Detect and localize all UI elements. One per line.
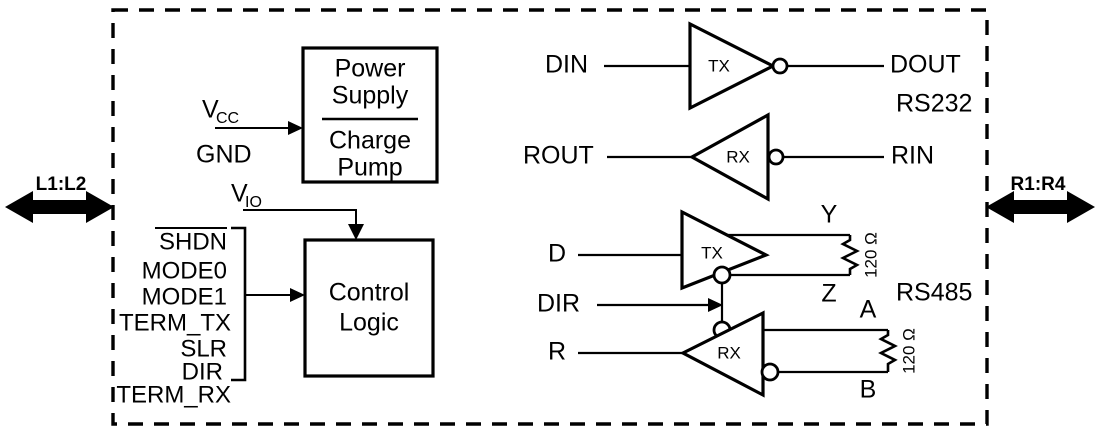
rs485-rx-triangle	[679, 310, 765, 398]
vio-arrowhead	[348, 224, 364, 240]
vcc-subscript: CC	[216, 110, 239, 127]
rs485-b-label: B	[860, 376, 877, 404]
charge-pump-line2: Pump	[337, 154, 402, 182]
rs485-receiver: R RX A B 120 Ω	[548, 296, 918, 404]
rs485-z-label: Z	[821, 280, 836, 308]
rs485-ab-resistor-symbol	[878, 330, 898, 372]
rs485-yz-resistor-value: 120 Ω	[861, 232, 880, 278]
vio-input: V IO	[231, 180, 364, 240]
vcc-label: V	[202, 96, 219, 124]
port-left-arrow	[5, 191, 114, 223]
rs232-rx-invert-bubble	[767, 148, 785, 166]
vcc-input: V CC	[202, 96, 303, 135]
rs485-y-label: Y	[821, 201, 838, 229]
control-input-shdn-label: SHDN	[159, 228, 227, 255]
power-supply-line2: Supply	[332, 82, 409, 110]
port-right-arrow	[986, 191, 1095, 223]
rs485-tx-gate-label: TX	[701, 243, 723, 262]
gnd-label: GND	[196, 141, 252, 169]
vio-wire	[243, 209, 357, 228]
control-logic-line1: Control	[329, 279, 410, 307]
rs232-rout-label: ROUT	[523, 142, 594, 170]
rs232-standard-label: RS232	[896, 90, 972, 118]
control-logic-block: Control Logic	[303, 238, 435, 378]
rs485-yz-termination: 120 Ω	[840, 232, 880, 278]
port-right: R1:R4	[986, 174, 1095, 223]
port-right-label: R1:R4	[1011, 174, 1066, 195]
rs485-dir-arrowhead	[708, 298, 723, 312]
power-supply-block: Power Supply Charge Pump	[301, 46, 439, 184]
control-inputs-arrowhead	[290, 288, 305, 302]
rs485-driver: D TX Y Z 120 Ω DIR	[537, 201, 880, 322]
control-logic-box	[303, 238, 435, 378]
rs485-ab-resistor-value: 120 Ω	[899, 328, 918, 374]
control-input-dir-label: DIR	[182, 358, 223, 385]
vio-subscript: IO	[245, 194, 262, 211]
rs485-standard-label: RS485	[896, 279, 972, 307]
control-input-term-tx-label: TERM_TX	[119, 309, 231, 336]
rs232-dout-label: DOUT	[890, 51, 961, 79]
rs232-rx-gate-label: RX	[726, 147, 750, 166]
rs232-din-label: DIN	[545, 51, 588, 79]
rs485-rx-invert-bubble	[760, 362, 780, 382]
control-input-slr-label: SLR	[180, 335, 227, 362]
control-input-mode0-label: MODE0	[142, 257, 227, 284]
rs232-driver: DIN TX DOUT	[545, 21, 961, 111]
charge-pump-line1: Charge	[329, 127, 411, 155]
control-logic-line2: Logic	[339, 309, 399, 337]
chip-boundary	[111, 8, 989, 426]
rs485-r-label: R	[548, 338, 566, 366]
rs232-rin-label: RIN	[891, 142, 934, 170]
rs485-a-label: A	[860, 296, 877, 324]
control-inputs-bracket	[231, 226, 247, 382]
rs485-d-label: D	[548, 240, 566, 268]
control-input-mode1-label: MODE1	[142, 283, 227, 310]
power-supply-box	[301, 46, 439, 184]
control-input-term-rx-label: TERM_RX	[116, 381, 231, 408]
port-left: L1:L2	[5, 174, 114, 223]
port-left-label: L1:L2	[36, 174, 87, 195]
control-inputs-group: SHDN MODE0 MODE1 TERM_TX SLR DIR TERM_RX	[116, 226, 305, 408]
rs485-dir-label: DIR	[537, 290, 580, 318]
rs232-receiver: ROUT RX RIN	[523, 112, 934, 202]
rs232-tx-gate-label: TX	[708, 56, 730, 75]
rs485-yz-resistor-symbol	[840, 235, 860, 275]
power-supply-line1: Power	[335, 55, 406, 83]
vio-label: V	[231, 180, 248, 208]
rs485-rx-gate-label: RX	[717, 343, 741, 362]
rs485-tx-invert-bubble	[712, 265, 732, 285]
vcc-arrowhead	[288, 121, 303, 135]
control-input-shdn: SHDN	[155, 227, 227, 255]
rs485-ab-termination: 120 Ω	[878, 328, 918, 374]
rs232-tx-invert-bubble	[771, 57, 789, 75]
rs232-tx-triangle	[688, 21, 777, 111]
